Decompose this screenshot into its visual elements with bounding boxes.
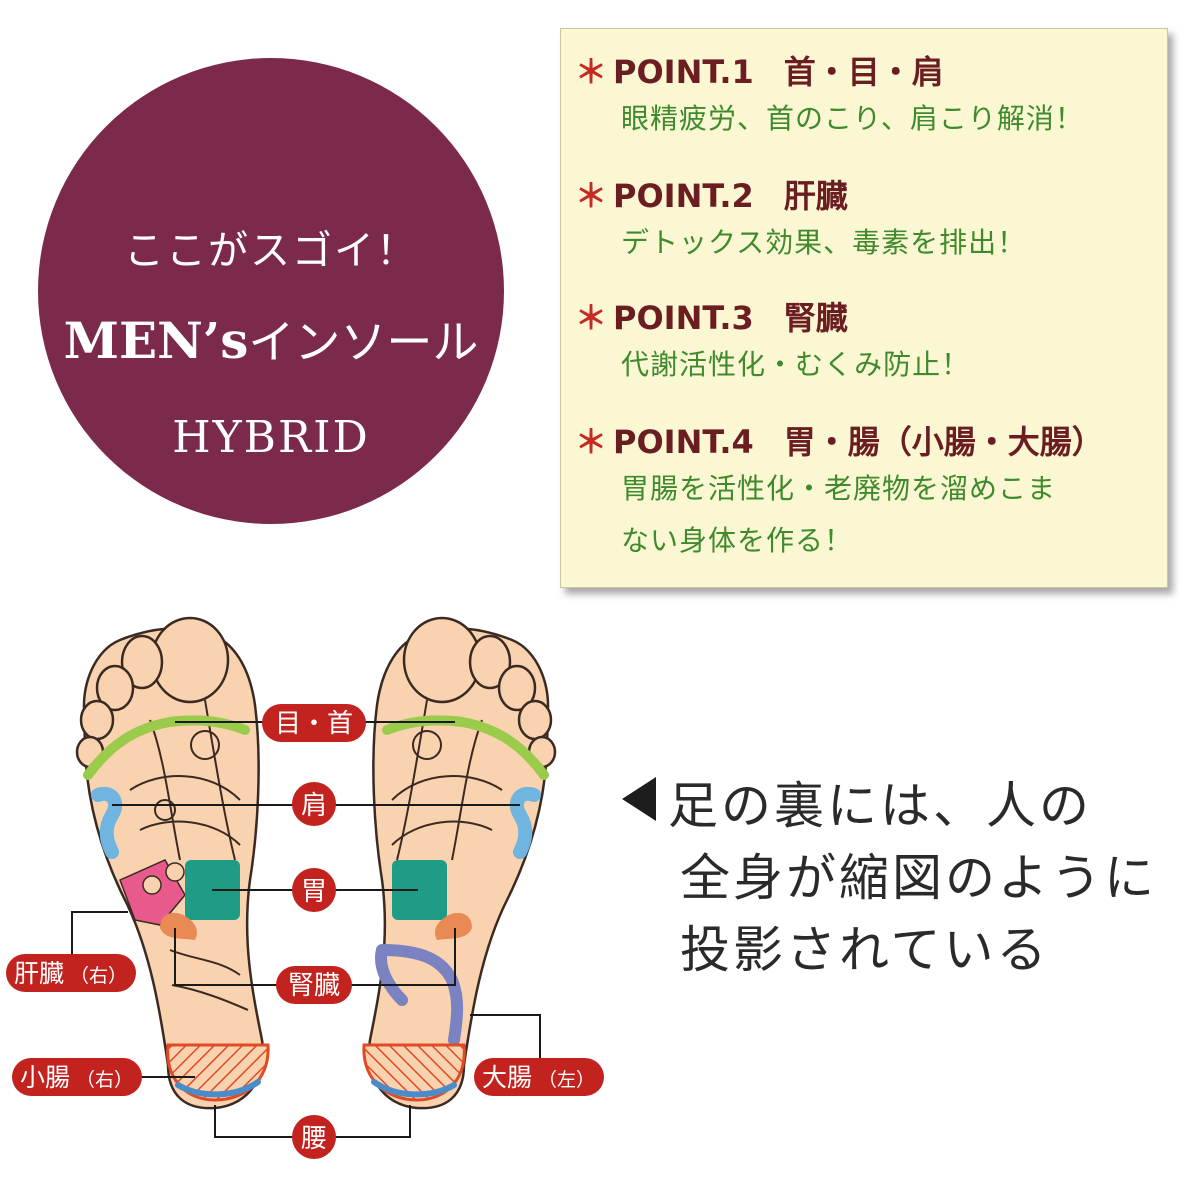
eye-neck-zone	[83, 715, 250, 780]
label-waist: 腰	[292, 1115, 336, 1159]
asterisk-icon: ＊	[575, 53, 608, 91]
point-1-description: 眼精疲労、首のこり、肩こり解消！	[621, 102, 1084, 135]
point-2-label: POINT.2	[613, 177, 754, 215]
label-shoulder: 肩	[292, 782, 336, 826]
waist-zone	[371, 1079, 457, 1098]
point-1-heading: ＊POINT.1 首・目・肩	[575, 47, 1161, 93]
label-liver-side: （右）	[70, 965, 127, 987]
kidney-zone	[160, 912, 197, 940]
badge-product-name-en: MEN’s	[63, 311, 249, 370]
badge-product-name: MEN’sインソール	[38, 306, 504, 372]
diagram-labels: 目・首 肩 胃 腎臓 肝臓 （右） 小腸 （右） 大腸 （左）	[6, 704, 604, 1159]
label-eye-neck-text: 目・首	[275, 709, 353, 739]
label-kidney-text: 腎臓	[288, 971, 340, 1001]
label-shoulder-text: 肩	[301, 791, 327, 821]
point-4: ＊POINT.4 胃・腸（小腸・大腸） 胃腸を活性化・老廃物を溜めこま ない身体を…	[575, 417, 1161, 567]
label-stomach-text: 胃	[301, 877, 327, 907]
point-1-category: 首・目・肩	[783, 53, 944, 91]
point-3: ＊POINT.3 腎臓 代謝活性化・むくみ防止！	[575, 293, 1161, 391]
product-badge: ここがスゴイ！ MEN’sインソール HYBRID	[38, 58, 504, 524]
point-4-description-line2: ない身体を作る！	[621, 524, 854, 557]
toe	[79, 699, 115, 741]
asterisk-icon: ＊	[575, 177, 608, 215]
point-2-category: 肝臓	[783, 177, 848, 215]
label-large-intestine: 大腸 （左）	[474, 1058, 604, 1096]
label-liver: 肝臓 （右）	[6, 954, 136, 992]
label-small-intestine-text: 小腸	[20, 1063, 70, 1092]
asterisk-icon: ＊	[575, 299, 608, 337]
label-liver-text: 肝臓	[14, 959, 64, 988]
label-large-intestine-text: 大腸	[482, 1063, 532, 1092]
small-intestine-zone	[166, 1043, 270, 1102]
foot-reflexology-diagram: 目・首 肩 胃 腎臓 肝臓 （右） 小腸 （右） 大腸 （左）	[6, 616, 604, 1159]
asterisk-icon: ＊	[575, 423, 608, 461]
point-4-heading: ＊POINT.4 胃・腸（小腸・大腸）	[575, 417, 1161, 463]
point-3-description: 代謝活性化・むくみ防止！	[621, 348, 971, 381]
label-large-intestine-side: （左）	[538, 1069, 595, 1091]
large-intestine-zone	[375, 944, 464, 1046]
large-intestine-heel-zone	[362, 1043, 466, 1102]
label-stomach: 胃	[292, 868, 336, 912]
kidney-zone	[435, 912, 472, 940]
big-toe	[150, 616, 230, 704]
toe	[517, 699, 553, 741]
waist-zone	[175, 1079, 261, 1098]
badge-tagline: ここがスゴイ！	[124, 228, 418, 274]
triangle-left-icon	[622, 777, 656, 821]
label-eye-neck: 目・首	[262, 704, 366, 742]
badge-product-name-jp: インソール	[248, 315, 479, 369]
point-1-label: POINT.1	[613, 53, 754, 91]
left-foot	[362, 616, 557, 1110]
point-4-category: 胃・腸（小腸・大腸）	[783, 423, 1104, 461]
point-3-label: POINT.3	[613, 299, 754, 337]
toe	[497, 664, 537, 712]
point-3-heading: ＊POINT.3 腎臓	[575, 293, 1161, 339]
label-kidney: 腎臓	[276, 966, 352, 1004]
caption-line-2: 全身が縮図のように	[680, 849, 1157, 907]
toe	[468, 634, 512, 690]
point-1: ＊POINT.1 首・目・肩 眼精疲労、首のこり、肩こり解消！	[575, 47, 1161, 145]
point-2-description: デトックス効果、毒素を排出！	[621, 226, 1027, 259]
point-4-label: POINT.4	[613, 423, 754, 461]
caption-line-1: 足の裏には、人の	[622, 770, 1182, 842]
eye-neck-zone	[382, 715, 549, 780]
badge-model: HYBRID	[172, 412, 370, 463]
point-4-description-line1: 胃腸を活性化・老廃物を溜めこま	[621, 472, 1057, 505]
shoulder-zone	[91, 786, 123, 859]
right-foot	[75, 616, 270, 1110]
big-toe	[402, 616, 482, 704]
caption-line-3: 投影されている	[680, 921, 1050, 979]
label-small-intestine: 小腸 （右）	[12, 1058, 142, 1096]
label-small-intestine-side: （右）	[76, 1069, 133, 1091]
caption-line-1-text: 足の裏には、人の	[668, 777, 1092, 835]
shoulder-zone	[509, 786, 541, 859]
point-2-heading: ＊POINT.2 肝臓	[575, 171, 1161, 217]
diagram-caption: 足の裏には、人の 全身が縮図のように 投影されている	[622, 770, 1182, 986]
toe	[120, 634, 164, 690]
point-3-category: 腎臓	[783, 299, 848, 337]
point-2: ＊POINT.2 肝臓 デトックス効果、毒素を排出！	[575, 171, 1161, 269]
label-waist-text: 腰	[301, 1124, 327, 1154]
stomach-zone	[392, 860, 447, 920]
toe	[95, 664, 135, 712]
